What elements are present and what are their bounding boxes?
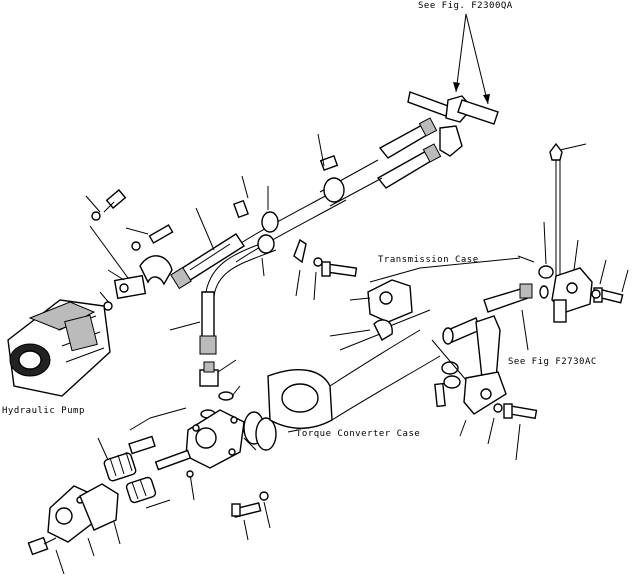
center-small-parts bbox=[241, 133, 358, 301]
bolt-lower-left bbox=[27, 521, 121, 575]
torque-converter-case-label: Torque Converter Case bbox=[296, 429, 420, 439]
transmission-case bbox=[329, 257, 521, 351]
gasket-rings bbox=[243, 411, 277, 451]
gears bbox=[103, 435, 192, 504]
right-bracket bbox=[431, 315, 507, 415]
bolts-lower-center bbox=[231, 491, 271, 541]
upper-tee-fittings bbox=[407, 91, 499, 157]
flex-hose-left bbox=[170, 233, 245, 290]
transmission-case-label: Transmission Case bbox=[378, 255, 479, 265]
elbow-fitting bbox=[113, 255, 173, 300]
hydraulic-pump-label: Hydraulic Pump bbox=[2, 406, 85, 416]
upper-hoses bbox=[319, 117, 442, 207]
end-cover bbox=[47, 483, 119, 543]
see-fig-right-label: See Fig F2730AC bbox=[508, 357, 597, 367]
torque-converter-case bbox=[267, 329, 441, 433]
right-bolts-lower bbox=[459, 403, 538, 461]
leader-lines-top-left bbox=[85, 195, 215, 305]
pipe-clamps bbox=[233, 155, 345, 254]
o-ring-pump bbox=[103, 301, 113, 311]
hydraulic-pump bbox=[7, 299, 111, 397]
bolts-top-left bbox=[91, 189, 174, 251]
small-pin bbox=[186, 470, 194, 478]
relief-valve bbox=[549, 142, 593, 323]
adapter-fitting bbox=[199, 359, 237, 387]
reference-arrows-top bbox=[453, 13, 490, 105]
leader-lines-lower-left bbox=[97, 407, 195, 509]
pump-housing bbox=[185, 409, 245, 469]
valve-side-parts bbox=[517, 221, 629, 304]
right-fittings bbox=[434, 283, 533, 408]
vertical-hose bbox=[169, 291, 217, 355]
see-fig-top-label: See Fig. F2300QA bbox=[418, 1, 513, 11]
